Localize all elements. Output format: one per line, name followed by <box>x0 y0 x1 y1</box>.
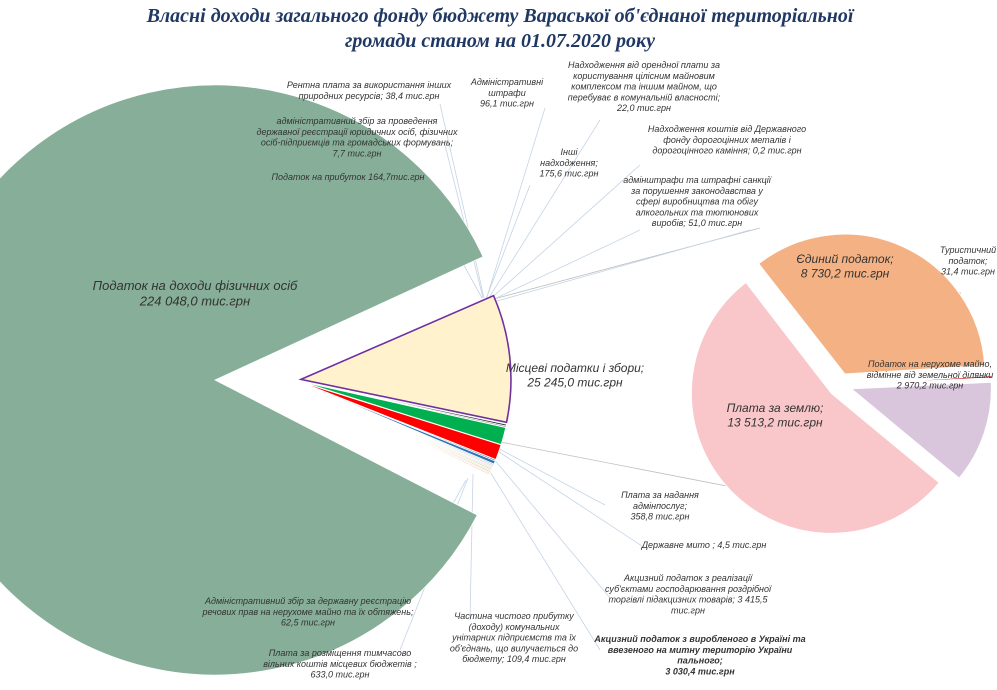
leader-line <box>489 443 606 506</box>
chart-title: Власні доходи загального фонду бюджету В… <box>120 4 880 54</box>
leader-line <box>486 164 641 303</box>
label-land-fee: Плата за землю;13 513,2 тис.грн <box>727 401 824 429</box>
leader-line <box>439 103 485 299</box>
label-property-tax: Податок на нерухоме майно,відмінне від з… <box>867 359 994 391</box>
sub-slice-3 <box>690 281 940 534</box>
leader-line <box>489 445 646 549</box>
leader-line <box>469 473 474 621</box>
chart-title-line-2: громади станом на 01.07.2020 року <box>345 30 655 52</box>
leader-line <box>487 229 641 303</box>
leader-line <box>487 451 611 599</box>
sub-slice-0 <box>758 233 986 375</box>
chart-title-line-1: Власні доходи загального фонду бюджету В… <box>146 5 854 27</box>
main-slice-4 <box>300 381 507 445</box>
label-profit-tax: Податок на прибуток 164,7тис.грн <box>271 172 424 182</box>
leader-line <box>483 461 601 651</box>
main-slice-16 <box>300 382 491 476</box>
main-pie <box>0 84 512 676</box>
sub-slice-2 <box>850 381 992 479</box>
main-slice-0 <box>0 84 484 676</box>
label-single-tax: Єдиний податок;8 730,2 тис.грн <box>796 252 893 280</box>
label-adm-fee-property: Адміністративний збір за державну реєстр… <box>202 596 414 628</box>
leader-line <box>485 184 531 300</box>
leader-line <box>489 229 751 304</box>
label-net-profit: Частина чистого прибутку(доходу) комунал… <box>450 611 578 664</box>
label-excise-fuel: Акцизний податок з виробленого в Україні… <box>593 634 805 676</box>
label-local-taxes: Місцеві податки і збори;25 245,0 тис.грн <box>506 361 644 389</box>
leader-line <box>486 119 601 302</box>
label-state-duty: Державне мито ; 4,5 тис.грн <box>641 540 767 550</box>
sub-pie <box>690 233 993 534</box>
sub-slice-1 <box>851 375 993 385</box>
main-slice-1 <box>298 294 512 424</box>
leader-line <box>485 107 546 301</box>
